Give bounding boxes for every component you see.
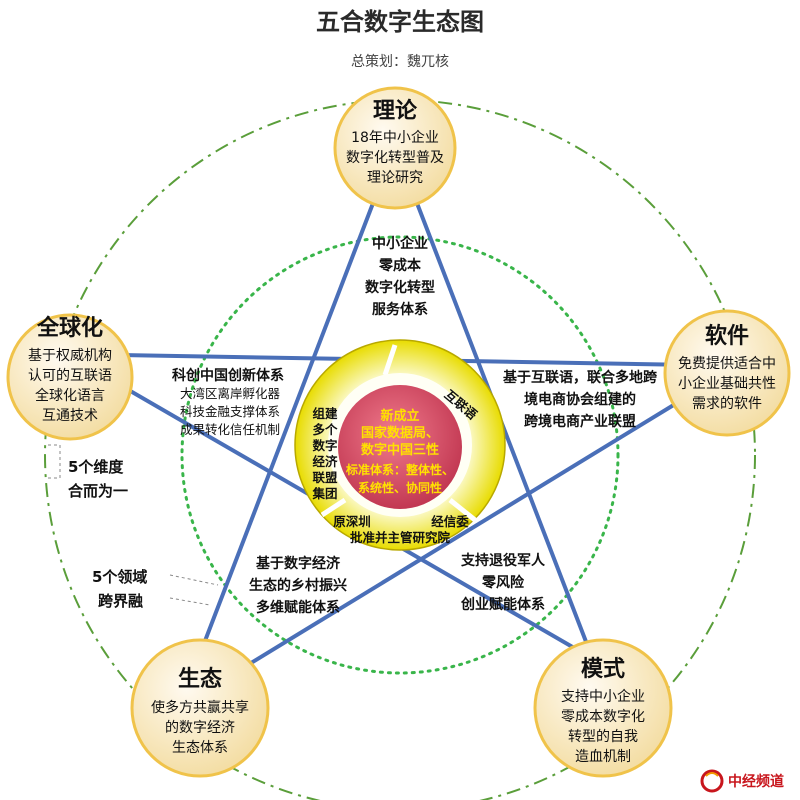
svg-text:零成本: 零成本 [378, 257, 422, 274]
side-note-dimensions: 5个维度 合而为一 [48, 444, 128, 500]
ring-left-line: 组建 [312, 406, 338, 421]
node-title: 生态 [178, 666, 222, 692]
svg-text:大湾区离岸孵化器: 大湾区离岸孵化器 [180, 386, 281, 401]
svg-text:零成本数字化: 零成本数字化 [561, 709, 645, 725]
svg-text:跨界融: 跨界融 [98, 592, 143, 610]
line-theory-ecology [188, 184, 382, 681]
svg-text:基于数字经济: 基于数字经济 [256, 555, 341, 572]
svg-text:18年中小企业: 18年中小企业 [351, 129, 439, 146]
logo-swoosh-icon [705, 772, 719, 777]
svg-text:支持退役军人: 支持退役军人 [460, 552, 546, 569]
svg-text:数字化转型: 数字化转型 [365, 279, 435, 296]
pentagram-lines [118, 184, 696, 687]
node-software: 软件 免费提供适合中 小企业基础共性 需求的软件 [663, 309, 791, 437]
svg-text:转型的自我: 转型的自我 [568, 729, 638, 745]
svg-text:认可的互联语: 认可的互联语 [28, 368, 112, 384]
svg-text:造血机制: 造血机制 [575, 749, 631, 765]
ring-left-line: 数字 [311, 438, 337, 453]
center-circle [338, 385, 462, 509]
ring-left-line: 集团 [311, 486, 337, 501]
svg-text:成果转化信任机制: 成果转化信任机制 [180, 422, 280, 437]
svg-text:理论研究: 理论研究 [367, 170, 423, 186]
node-title: 模式 [581, 657, 625, 682]
svg-text:服务体系: 服务体系 [372, 301, 428, 318]
svg-text:全球化语言: 全球化语言 [35, 387, 105, 404]
ring-bottom-left: 原深圳 [333, 514, 371, 529]
ring-left-line: 多个 [312, 422, 338, 437]
center-line: 新成立 [380, 408, 419, 424]
logo-icon [700, 769, 724, 793]
svg-text:使多方共赢共享: 使多方共赢共享 [151, 699, 249, 716]
svg-text:生态体系: 生态体系 [172, 740, 228, 756]
svg-text:互通技术: 互通技术 [42, 408, 98, 424]
node-title: 软件 [705, 323, 749, 349]
svg-text:科技金融支撑体系: 科技金融支撑体系 [180, 404, 280, 419]
edge-right-label: 基于互联语，联合多地跨 境电商协会组建的 跨境电商产业联盟 [503, 369, 658, 430]
svg-text:多维赋能体系: 多维赋能体系 [256, 599, 340, 616]
center-small-line: 系统性、协同性 [358, 480, 442, 495]
node-theory: 理论 18年中小企业 数字化转型普及 理论研究 [333, 86, 457, 210]
svg-text:境电商协会组建的: 境电商协会组建的 [524, 391, 636, 408]
edge-left-label: 科创中国创新体系 大湾区离岸孵化器 科技金融支撑体系 成果转化信任机制 [172, 367, 284, 437]
ring-left-segment: 组建 多个 数字 经济 联盟 集团 [311, 406, 338, 501]
ring-bottom-line2: 批准并主管研究院 [350, 530, 451, 545]
ring-left-line: 经济 [312, 454, 338, 469]
svg-text:生态的乡村振兴: 生态的乡村振兴 [249, 577, 347, 594]
svg-text:创业赋能体系: 创业赋能体系 [460, 596, 545, 613]
svg-text:数字化转型普及: 数字化转型普及 [346, 150, 444, 166]
svg-text:需求的软件: 需求的软件 [692, 396, 762, 412]
node-title: 全球化 [36, 315, 103, 341]
ring-left-line: 联盟 [312, 470, 338, 485]
svg-text:基于权威机构: 基于权威机构 [28, 347, 112, 364]
line-software-ecology [213, 393, 692, 687]
svg-text:科创中国创新体系: 科创中国创新体系 [172, 367, 284, 384]
inner-ring [180, 235, 620, 675]
node-ecology: 生态 使多方共赢共享 的数字经济 生态体系 [130, 638, 270, 778]
svg-text:免费提供适合中: 免费提供适合中 [678, 356, 776, 372]
logo-text: 中经频道 [728, 773, 784, 790]
edge-bottom-left-label: 基于数字经济 生态的乡村振兴 多维赋能体系 [249, 555, 347, 616]
svg-text:中小企业: 中小企业 [372, 235, 428, 252]
svg-text:跨境电商产业联盟: 跨境电商产业联盟 [524, 413, 636, 430]
node-model: 模式 支持中小企业 零成本数字化 转型的自我 造血机制 [533, 638, 673, 778]
outer-ring [44, 99, 756, 800]
center-small-line: 标准体系：整体性、 [345, 462, 454, 477]
page-subtitle: 总策划：魏兀核 [351, 53, 449, 70]
edge-bottom-right-label: 支持退役军人 零风险 创业赋能体系 [460, 552, 546, 613]
node-global: 全球化 基于权威机构 认可的互联语 全球化语言 互通技术 [6, 313, 134, 441]
svg-text:5个领域: 5个领域 [92, 568, 147, 586]
svg-text:支持中小企业: 支持中小企业 [561, 688, 645, 705]
ring-bottom-right: 经信委 [431, 514, 469, 529]
edge-top-label: 中小企业 零成本 数字化转型 服务体系 [365, 235, 435, 318]
side-note-domains: 5个领域 跨界融 [92, 568, 219, 610]
node-title: 理论 [373, 98, 418, 124]
svg-text:零风险: 零风险 [481, 574, 525, 591]
svg-text:基于互联语，联合多地跨: 基于互联语，联合多地跨 [503, 369, 658, 386]
brand-logo: 中经频道 [700, 769, 784, 793]
svg-text:小企业基础共性: 小企业基础共性 [678, 375, 776, 392]
page-title: 五合数字生态图 [316, 8, 484, 36]
svg-text:合而为一: 合而为一 [67, 482, 128, 500]
center-line: 数字中国三性 [361, 442, 439, 458]
center-line: 国家数据局、 [361, 425, 439, 441]
svg-text:5个维度: 5个维度 [68, 458, 124, 476]
svg-text:的数字经济: 的数字经济 [165, 720, 235, 736]
